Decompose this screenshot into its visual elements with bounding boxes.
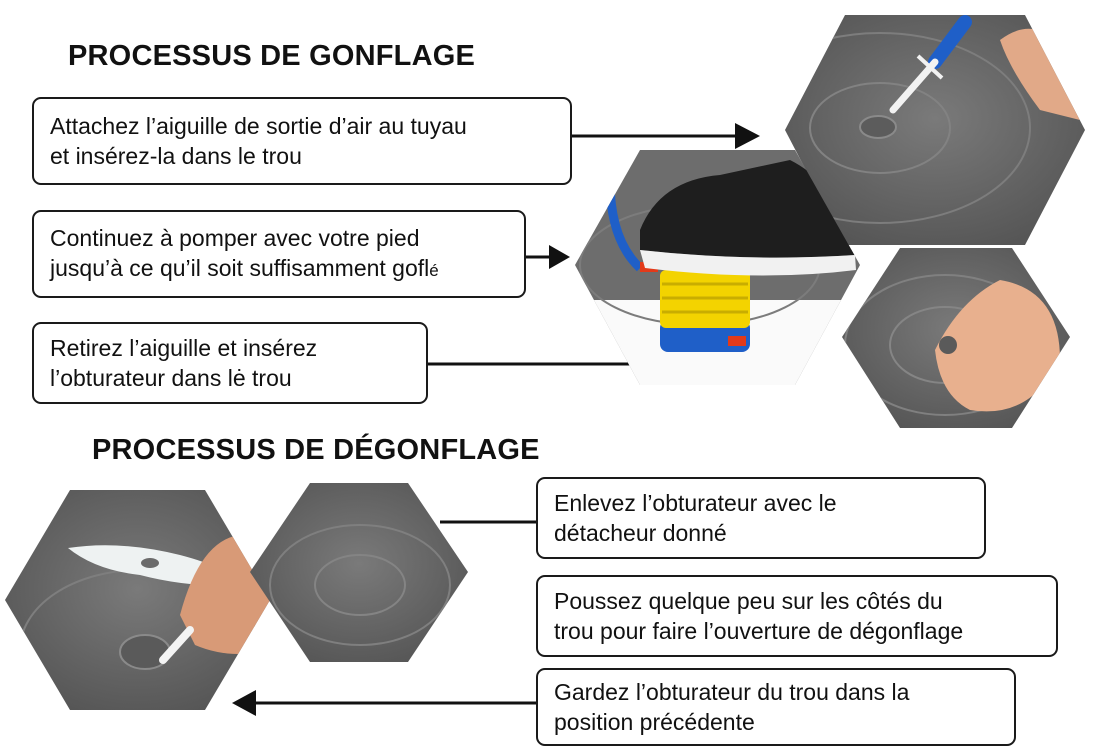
hand-icon: [180, 535, 270, 654]
step-text-tail: é: [429, 260, 439, 280]
step-text-line: et insérez-la dans le trou: [50, 143, 302, 169]
needle-icon: [889, 15, 972, 114]
sneaker-icon: [640, 160, 856, 276]
step-text-line: Enlevez l’obturateur avec le: [554, 490, 837, 516]
deflation-heading: PROCESSUS DE DÉGONFLAGE: [92, 434, 540, 466]
step-text-line: trou pour faire l’ouverture de dégonflag…: [554, 618, 964, 644]
deflation-step-1: Enlevez l’obturateur avec le détacheur d…: [536, 477, 986, 559]
surface-photo: [250, 483, 468, 662]
remover-photo: [5, 490, 270, 710]
plug-photo: [842, 248, 1070, 428]
step-text-line: l’obturateur dans lė trou: [50, 365, 292, 391]
deflation-step-3: Gardez l’obturateur du trou dans la posi…: [536, 668, 1016, 746]
deflation-step-2: Poussez quelque peu sur les côtés du tro…: [536, 575, 1058, 657]
step-text-line: jusqu’à ce qu’il soit suffisamment goflé: [50, 253, 508, 286]
inflation-heading: PROCESSUS DE GONFLAGE: [68, 40, 476, 72]
step-text-line: Poussez quelque peu sur les côtés du: [554, 588, 943, 614]
step-text-main: jusqu’à ce qu’il soit suffisamment gofl: [50, 254, 430, 281]
step-text-line: Gardez l’obturateur du trou dans la: [554, 679, 910, 705]
step-text-line: Retirez l’aiguille et insérez: [50, 335, 318, 361]
inflation-step-2: Continuez à pomper avec votre pied jusqu…: [32, 210, 526, 298]
inflation-step-3: Retirez l’aiguille et insérez l’obturate…: [32, 322, 428, 404]
step-text-line: Attachez l’aiguille de sortie d’air au t…: [50, 113, 467, 139]
connector-arrows: [232, 123, 760, 716]
step-text-line: Continuez à pomper avec votre pied: [50, 224, 420, 251]
valve-plug-icon: [939, 336, 957, 354]
step-text-line: détacheur donné: [554, 520, 727, 546]
step-text-line: position précédente: [554, 709, 755, 735]
inflation-step-1: Attachez l’aiguille de sortie d’air au t…: [32, 97, 572, 185]
hand-icon: [935, 280, 1060, 412]
